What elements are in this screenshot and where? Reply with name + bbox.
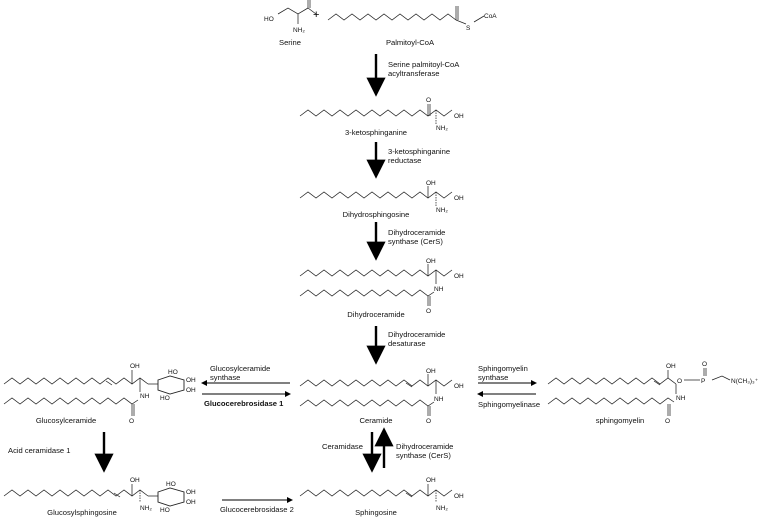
plus-sign: + [313,9,319,21]
glccer-ho2: HO [160,395,170,402]
sm-p: P [701,378,705,385]
label-dihydroceramide: Dihydroceramide [347,310,405,319]
sm-o-double: O [702,361,707,368]
label-glucosylceramide: Glucosylceramide [35,416,97,425]
glcsph-nh2: NH₂ [140,505,152,512]
enzyme-acid-ceramidase: Acid ceramidase 1 [8,446,71,455]
ketosphinganine-structure: O NH₂ OH [299,97,464,132]
palmitoyl-coa-structure: S CoA [327,6,497,32]
glccer-nh: NH [140,393,150,400]
sph-nh2: NH₂ [436,505,448,512]
dhc-oh2: OH [454,273,464,280]
glcsph-oh2: OH [186,489,196,496]
glcsph-ho2: HO [160,507,170,514]
label-serine: Serine [279,38,301,47]
label-ketosphinganine: 3-ketosphinganine [344,128,408,137]
ceramide-structure: OH NH OH O [299,368,464,425]
sphingomyelin-structure: OH NH O O P O N(CH₃)₃⁺ [547,361,759,425]
keto-o: O [426,97,431,104]
sm-o: O [665,418,670,425]
cer-o: O [426,418,431,425]
serine-structure: HO NH₂ [264,0,317,34]
cer-nh: NH [434,396,444,403]
sm-o-link: O [677,378,682,385]
dihydrosphingosine-structure: OH NH₂ OH [299,180,464,214]
glccer-oh3: OH [186,387,196,394]
dhc-oh1: OH [426,258,436,265]
glcsph-ho1: HO [166,481,176,488]
coa-s: S [466,25,471,32]
label-sphingomyelin: sphingomyelin [595,416,645,425]
sph-oh1: OH [426,477,436,484]
cer-oh2: OH [454,383,464,390]
enzyme-smase: Sphingomyelinase [478,400,541,409]
sm-choline: N(CH₃)₃⁺ [731,378,759,385]
keto-oh: OH [454,113,464,120]
dihydroceramide-structure: OH NH OH O [299,258,464,315]
glucosylceramide-structure: OH NH O HO OH OH HO [3,363,196,425]
glccer-o: O [129,418,134,425]
sphingosine-structure: OH NH₂ OH [299,477,464,512]
glccer-oh2: OH [186,377,196,384]
glucosylsphingosine-structure: OH NH₂ HO OH OH HO [3,477,196,514]
dhc-o: O [426,308,431,315]
dhc-nh: NH [434,286,444,293]
enzyme-gba1: Glucocerebrosidase 1 [204,399,284,408]
sm-nh: NH [676,395,686,402]
glcsph-oh: OH [130,477,140,484]
coa-label: CoA [484,13,497,20]
label-glucosylsphingosine: Glucosylsphingosine [47,508,117,517]
serine-nh2: NH₂ [293,27,305,34]
dhs-oh2: OH [454,195,464,202]
cer-oh1: OH [426,368,436,375]
sph-oh2: OH [454,493,464,500]
dhs-oh1: OH [426,180,436,187]
keto-nh2: NH₂ [436,125,448,132]
label-sphingosine: Sphingosine [355,508,397,517]
sm-oh: OH [666,363,676,370]
label-ceramide: Ceramide [359,416,393,425]
enzyme-ceramidase: Ceramidase [322,442,363,451]
serine-ho: HO [264,16,274,23]
glccer-oh: OH [130,363,140,370]
label-palmitoyl-coa: Palmitoyl-CoA [385,38,435,47]
glcsph-oh3: OH [186,499,196,506]
enzyme-gba2: Glucocerebrosidase 2 [220,505,294,514]
label-dihydrosphingosine: Dihydrosphingosine [342,210,410,219]
glccer-ho1: HO [168,369,178,376]
dhs-nh2: NH₂ [436,207,448,214]
